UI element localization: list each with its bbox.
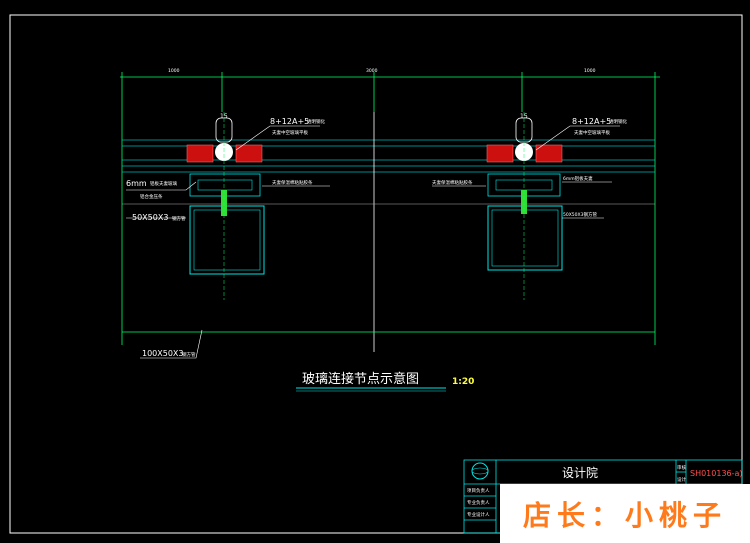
title-block-col-b: 设计: [677, 476, 686, 483]
drawing-frame: [9, 14, 743, 534]
company-logo: [471, 462, 489, 480]
left-clamp-inner: [197, 179, 253, 191]
title-block-row-1: 项目负责人: [467, 487, 490, 494]
mid-note-left: 夫妻保温棉粘贴胶条: [272, 179, 313, 186]
left-steel-tube-inner: [193, 209, 261, 271]
glass-spec-left: 8+12A+5: [270, 117, 309, 126]
watermark-banner: 店长：小桃子: [500, 484, 750, 543]
title-block-company: 设计院: [562, 466, 598, 480]
tube-50-left-note: 钢方管: [172, 215, 186, 222]
dim-15-right: 15: [520, 113, 528, 120]
drawing-title: 玻璃连接节点示意图: [302, 371, 419, 387]
title-block-row-3: 专业设计人: [467, 511, 490, 518]
dim-15-left: 15: [220, 113, 228, 120]
glass-note-right: 透明钢化: [609, 118, 627, 125]
glass-sub-right: 夫妻中空玻璃平板: [574, 129, 610, 136]
right-6mm: 6mm铝板夫妻: [563, 175, 593, 182]
right-steel-tube: [487, 205, 563, 271]
top-dimension: [120, 72, 660, 345]
left-steel-tube: [189, 205, 265, 275]
plate-6mm: 6mm: [126, 179, 147, 188]
leader-lines: [126, 125, 620, 359]
tube-50-right: 50X50X3钢方管: [563, 211, 597, 218]
dim-top-left: 1000: [168, 68, 180, 74]
left-gasket-b: [235, 144, 263, 163]
glass-note-left: 透明钢化: [307, 118, 325, 125]
left-node: [186, 112, 265, 300]
right-gasket-a: [486, 144, 514, 163]
mid-note-right: 夫妻保温棉粘贴胶条: [432, 179, 473, 186]
title-block-col-a: 审核: [677, 464, 686, 471]
dim-top-right: 1000: [584, 68, 596, 74]
right-gasket-b: [535, 144, 563, 163]
title-block-row-2: 专业负责人: [467, 499, 490, 506]
right-node: [486, 112, 563, 300]
base-tube-note: 钢方管: [182, 351, 196, 358]
left-gasket-a: [186, 144, 214, 163]
tube-50-left: 50X50X3: [132, 213, 168, 222]
glass-spec-right: 8+12A+5: [572, 117, 611, 126]
plate-6mm-note: 铝板夫妻玻璃: [150, 180, 177, 187]
glass-sub-left: 夫妻中空玻璃平板: [272, 129, 308, 136]
right-steel-tube-inner: [491, 209, 559, 267]
watermark-text: 店长：小桃子: [522, 498, 727, 532]
plate-6mm-note2: 铝合金压条: [140, 193, 163, 200]
base-tube: 100X50X3: [142, 349, 184, 358]
drawing-scale: 1:20: [452, 377, 474, 387]
title-block-code: SH010136-a): [690, 469, 743, 478]
dim-top-mid: 3000: [366, 68, 378, 74]
glass-panels: [122, 139, 655, 173]
